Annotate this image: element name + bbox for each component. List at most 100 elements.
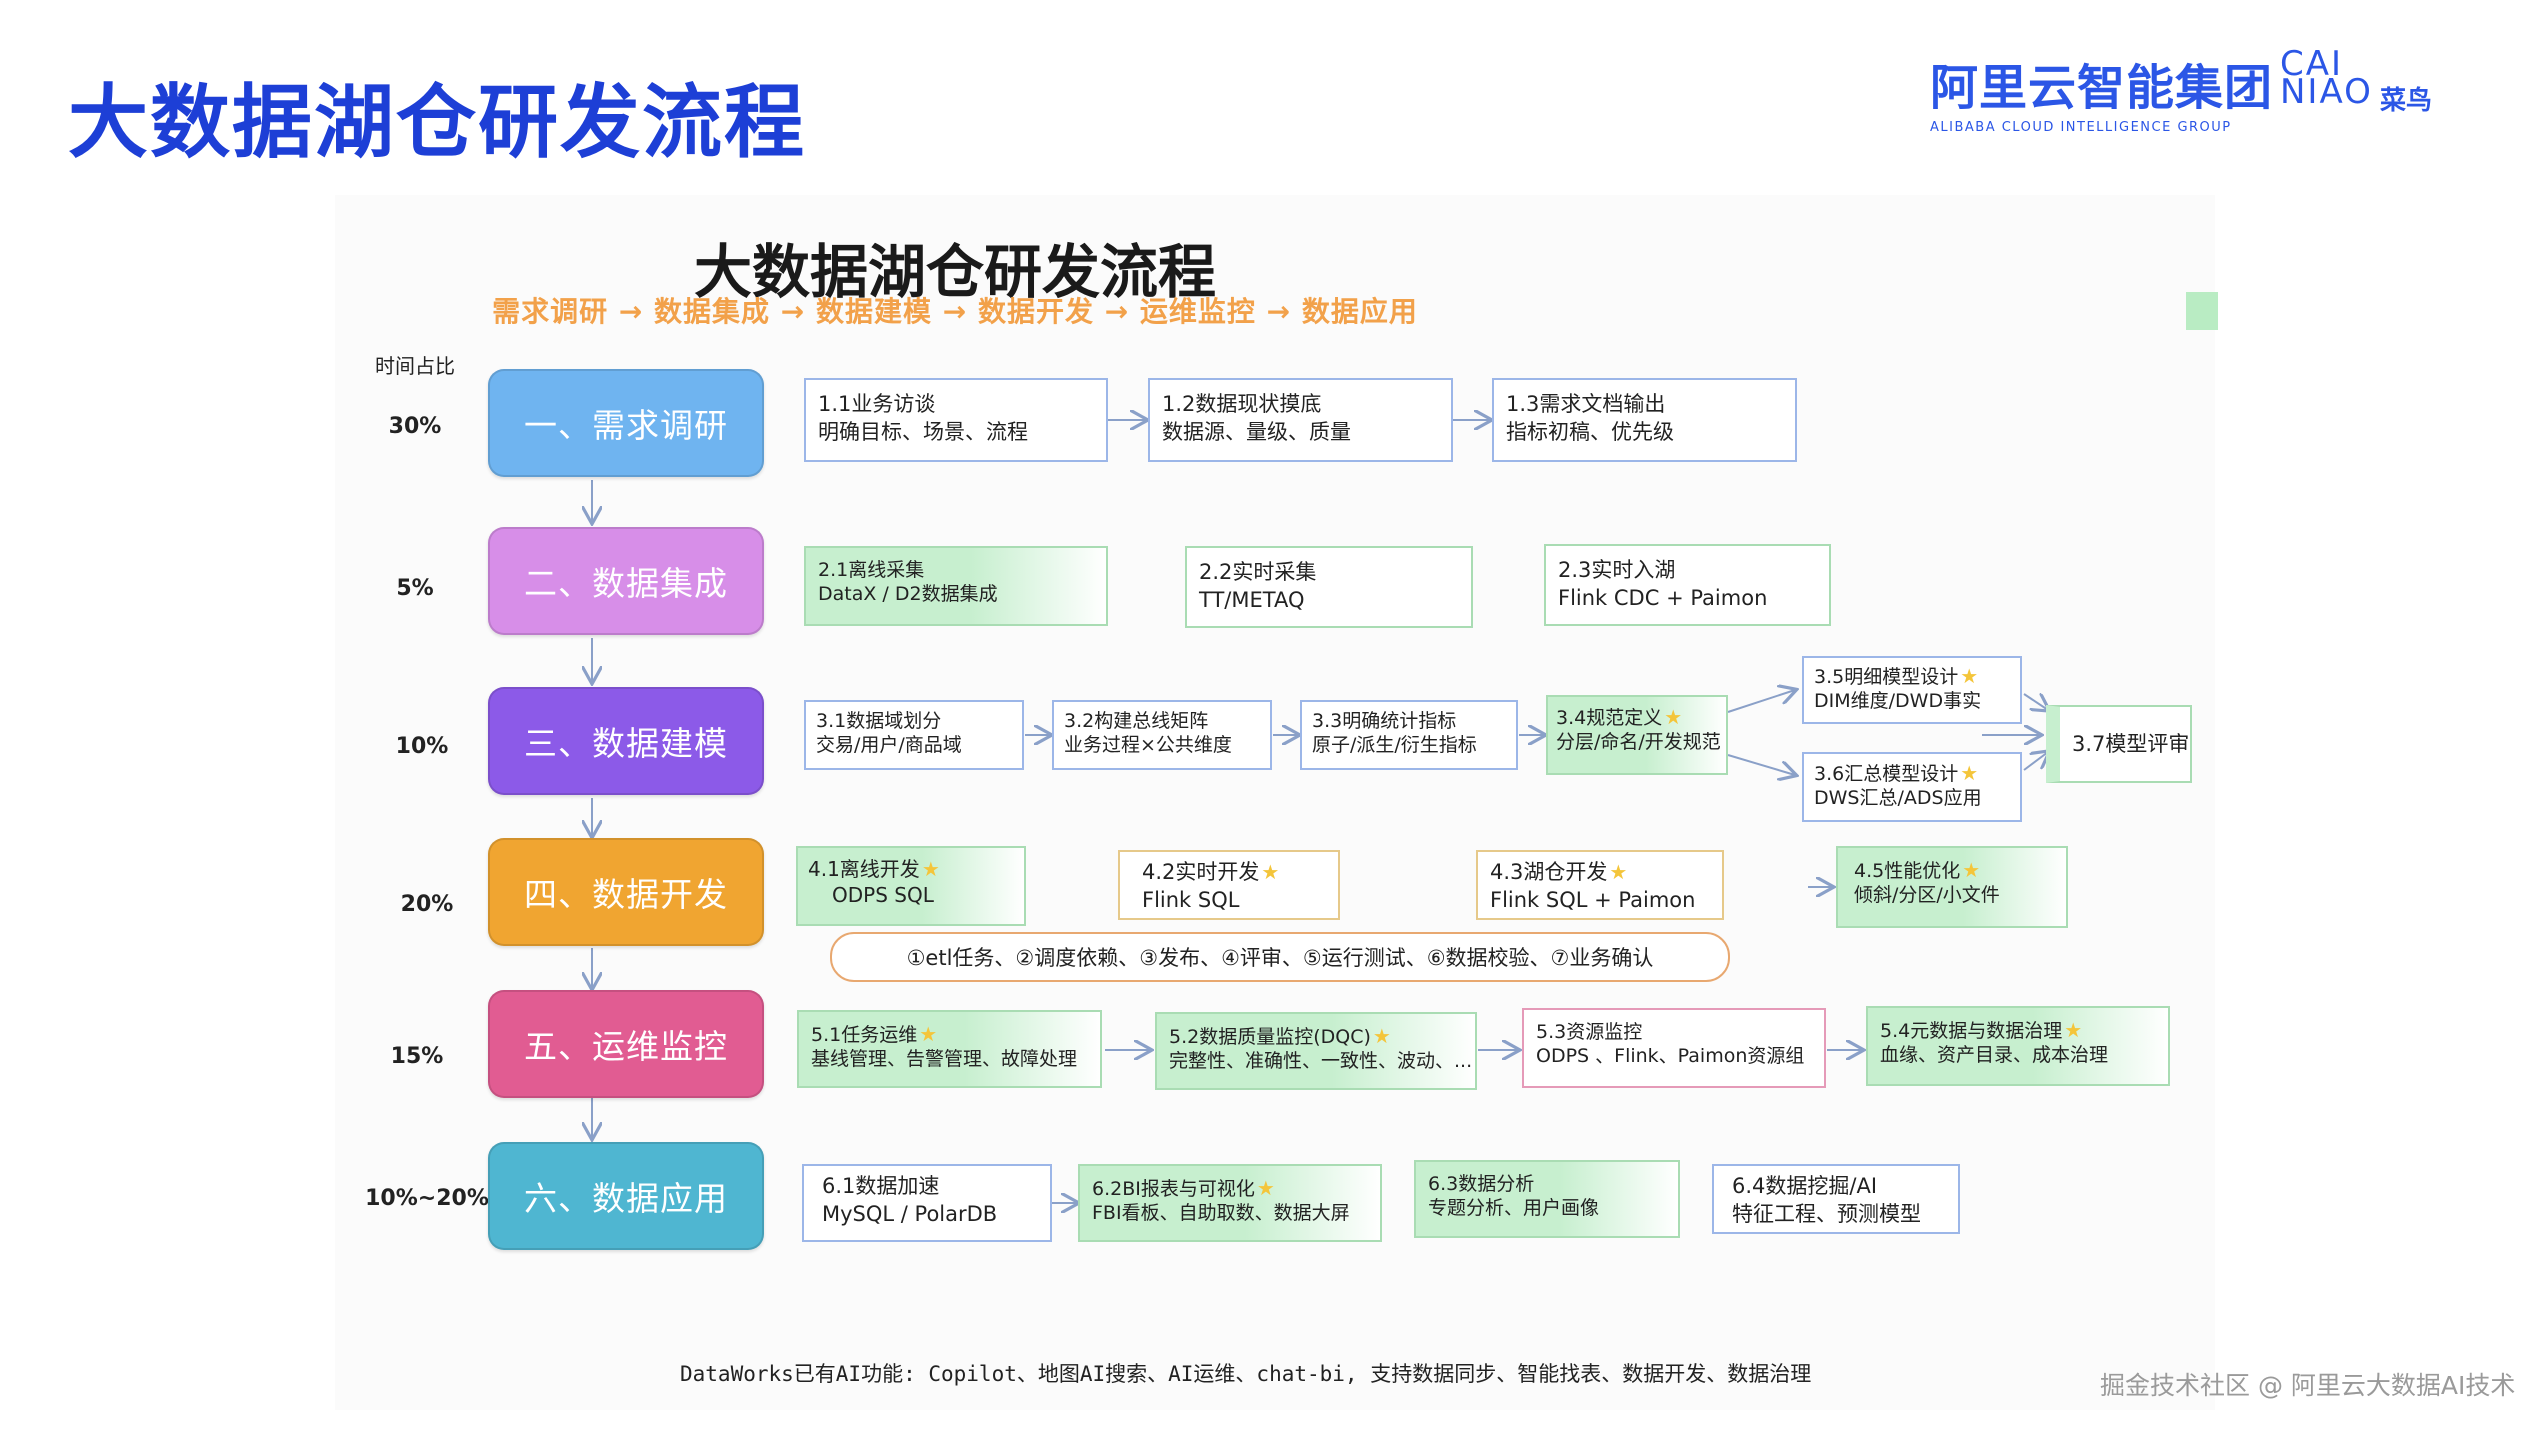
step-6-2-detail: FBI看板、自助取数、数据大屏: [1092, 1202, 1350, 1224]
step-3-1-detail: 交易/用户/商品域: [816, 734, 962, 756]
step-6-1-detail: MySQL / PolarDB: [822, 1202, 998, 1226]
stage-data-modeling: 三、数据建模: [488, 687, 764, 795]
step-2-2-title: 2.2实时采集: [1199, 560, 1317, 584]
stage-4-pct: 20%: [400, 892, 454, 917]
step-1-3: 1.3需求文档输出 指标初稿、优先级: [1492, 378, 1797, 462]
step-4-5-detail: 倾斜/分区/小文件: [1854, 884, 2000, 906]
step-5-4: 5.4元数据与数据治理★ 血缘、资产目录、成本治理: [1866, 1006, 2170, 1086]
star-icon: ★: [1960, 664, 1979, 688]
alibaba-logo-en: ALIBABA CLOUD INTELLIGENCE GROUP: [1930, 120, 2232, 135]
step-2-1-detail: DataX / D2数据集成: [818, 583, 998, 605]
step-2-2-detail: TT/METAQ: [1199, 588, 1305, 612]
step-6-1-title: 6.1数据加速: [822, 1174, 940, 1198]
stage-ops-monitoring: 五、运维监控: [488, 990, 764, 1098]
step-2-3-title: 2.3实时入湖: [1558, 558, 1676, 582]
star-icon: ★: [921, 857, 940, 881]
step-3-4: 3.4规范定义★ 分层/命名/开发规范: [1546, 695, 1728, 775]
step-3-2: 3.2构建总线矩阵 业务过程×公共维度: [1052, 700, 1272, 770]
stage-data-application: 六、数据应用: [488, 1142, 764, 1250]
star-icon: ★: [1256, 1176, 1275, 1200]
dataworks-ai-note: DataWorks已有AI功能: Copilot、地图AI搜索、AI运维、cha…: [680, 1362, 1812, 1386]
step-2-3: 2.3实时入湖 Flink CDC + Paimon: [1544, 544, 1831, 626]
step-5-2: 5.2数据质量监控(DQC)★ 完整性、准确性、一致性、波动、...: [1155, 1012, 1477, 1090]
step-5-1: 5.1任务运维★ 基线管理、告警管理、故障处理: [797, 1010, 1102, 1088]
step-1-3-title: 1.3需求文档输出: [1506, 392, 1666, 416]
time-ratio-label: 时间占比: [375, 354, 455, 378]
step-5-4-detail: 血缘、资产目录、成本治理: [1880, 1044, 2109, 1066]
step-3-7: 3.7模型评审: [2046, 705, 2192, 783]
step-6-2: 6.2BI报表与可视化★ FBI看板、自助取数、数据大屏: [1078, 1164, 1382, 1242]
step-5-2-title: 5.2数据质量监控(DQC): [1169, 1026, 1371, 1048]
step-4-1-detail: ODPS SQL: [832, 883, 934, 907]
step-3-5-title: 3.5明细模型设计: [1814, 666, 1959, 688]
step-6-4: 6.4数据挖掘/AI 特征工程、预测模型: [1712, 1164, 1960, 1234]
step-4-5: 4.5性能优化★ 倾斜/分区/小文件: [1836, 846, 2068, 928]
step-5-1-title: 5.1任务运维: [811, 1024, 918, 1046]
flow-subtitle: 需求调研 → 数据集成 → 数据建模 → 数据开发 → 运维监控 → 数据应用: [492, 295, 1418, 328]
cainiao-logo-cn: 菜鸟: [2380, 86, 2433, 116]
step-3-6-detail: DWS汇总/ADS应用: [1814, 787, 1982, 809]
step-3-7-title: 3.7模型评审: [2072, 732, 2190, 756]
step-5-3: 5.3资源监控 ODPS 、Flink、Paimon资源组: [1522, 1008, 1826, 1088]
star-icon: ★: [919, 1022, 938, 1046]
step-3-5: 3.5明细模型设计★ DIM维度/DWD事实: [1802, 656, 2022, 724]
star-icon: ★: [1960, 761, 1979, 785]
step-1-1-detail: 明确目标、场景、流程: [818, 420, 1028, 444]
step-6-1: 6.1数据加速 MySQL / PolarDB: [802, 1164, 1052, 1242]
step-3-3-detail: 原子/派生/衍生指标: [1312, 734, 1477, 756]
step-6-4-detail: 特征工程、预测模型: [1732, 1202, 1921, 1226]
star-icon: ★: [2064, 1018, 2083, 1042]
step-1-2-detail: 数据源、量级、质量: [1162, 420, 1351, 444]
diagram-title: 大数据湖仓研发流程: [693, 238, 1216, 306]
stage-data-development: 四、数据开发: [488, 838, 764, 946]
step-2-3-detail: Flink CDC + Paimon: [1558, 586, 1768, 610]
stage-6-pct: 10%~20%: [365, 1186, 489, 1211]
step-5-4-title: 5.4元数据与数据治理: [1880, 1020, 2063, 1042]
step-6-3-title: 6.3数据分析: [1428, 1173, 1535, 1195]
step-3-5-detail: DIM维度/DWD事实: [1814, 690, 1982, 712]
star-icon: ★: [1962, 858, 1981, 882]
watermark: 掘金技术社区 @ 阿里云大数据AI技术: [2100, 1371, 2516, 1400]
stage-1-pct: 30%: [388, 414, 442, 439]
step-4-1: 4.1离线开发★ ODPS SQL: [796, 846, 1026, 926]
star-icon: ★: [1664, 705, 1683, 729]
alibaba-cloud-logo: 阿里云智能集团 ALIBABA CLOUD INTELLIGENCE GROUP: [1930, 48, 2272, 135]
step-5-2-detail: 完整性、准确性、一致性、波动、...: [1169, 1050, 1473, 1072]
step-4-2: 4.2实时开发★ Flink SQL: [1118, 850, 1340, 920]
step-6-3: 6.3数据分析 专题分析、用户画像: [1414, 1160, 1680, 1238]
slide-title: 大数据湖仓研发流程: [68, 76, 806, 169]
step-3-2-title: 3.2构建总线矩阵: [1064, 710, 1209, 732]
step-3-3: 3.3明确统计指标 原子/派生/衍生指标: [1300, 700, 1518, 770]
stage-3-pct: 10%: [395, 734, 449, 759]
step-4-1-title: 4.1离线开发: [808, 857, 920, 881]
step-2-2: 2.2实时采集 TT/METAQ: [1185, 546, 1473, 628]
step-4-5-title: 4.5性能优化: [1854, 860, 1961, 882]
stage-5-pct: 15%: [390, 1044, 444, 1069]
step-3-3-title: 3.3明确统计指标: [1312, 710, 1457, 732]
step-1-2-title: 1.2数据现状摸底: [1162, 392, 1322, 416]
step-4-3-detail: Flink SQL + Paimon: [1490, 888, 1696, 912]
step-6-4-title: 6.4数据挖掘/AI: [1732, 1174, 1878, 1198]
green-marker: [2186, 292, 2218, 330]
step-2-1-title: 2.1离线采集: [818, 559, 925, 581]
step-1-1-title: 1.1业务访谈: [818, 392, 936, 416]
step-3-2-detail: 业务过程×公共维度: [1064, 734, 1232, 756]
step-1-2: 1.2数据现状摸底 数据源、量级、质量: [1148, 378, 1453, 462]
step-3-4-title: 3.4规范定义: [1556, 707, 1663, 729]
step-4-2-detail: Flink SQL: [1142, 888, 1240, 912]
step-3-1-title: 3.1数据域划分: [816, 710, 942, 732]
step-6-3-detail: 专题分析、用户画像: [1428, 1197, 1600, 1219]
step-1-3-detail: 指标初稿、优先级: [1506, 420, 1674, 444]
step-4-3-title: 4.3湖仓开发: [1490, 860, 1608, 884]
step-3-4-detail: 分层/命名/开发规范: [1556, 731, 1721, 753]
step-2-1: 2.1离线采集 DataX / D2数据集成: [804, 546, 1108, 626]
step-3-6-title: 3.6汇总模型设计: [1814, 763, 1959, 785]
step-1-1: 1.1业务访谈 明确目标、场景、流程: [804, 378, 1108, 462]
step-5-1-detail: 基线管理、告警管理、故障处理: [811, 1048, 1078, 1070]
stage-data-integration: 二、数据集成: [488, 527, 764, 635]
step-3-1: 3.1数据域划分 交易/用户/商品域: [804, 700, 1024, 770]
dev-steps-note: ①etl任务、②调度依赖、③发布、④评审、⑤运行测试、⑥数据校验、⑦业务确认: [830, 932, 1730, 982]
